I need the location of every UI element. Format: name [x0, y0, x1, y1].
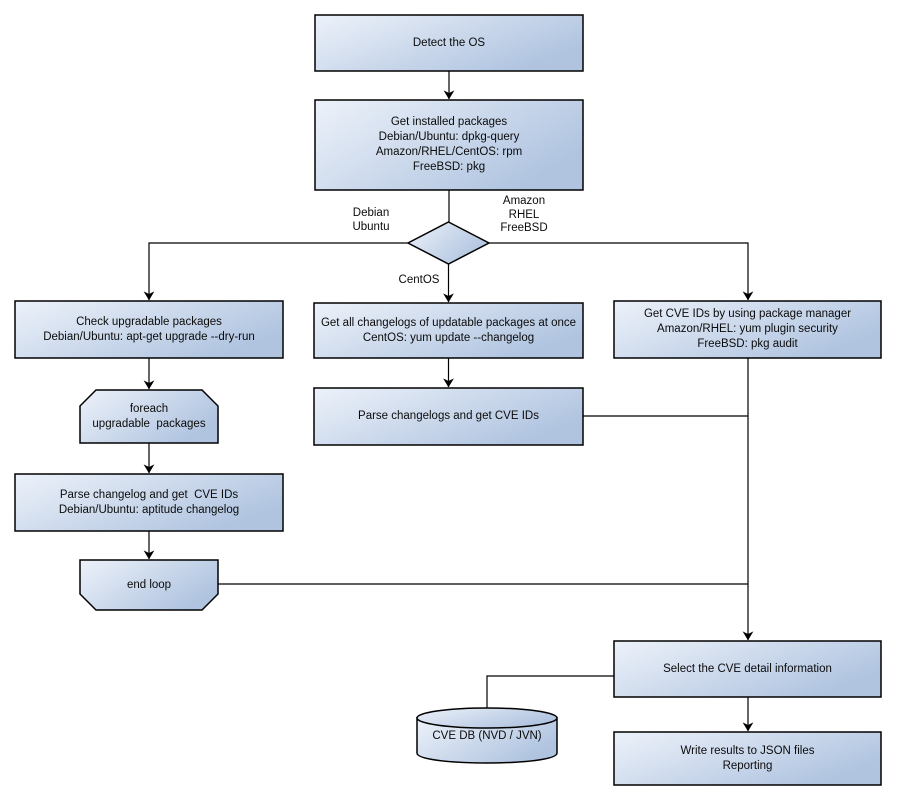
cve-db-cylinder-body	[416, 717, 558, 764]
node-detect-os-shape	[314, 14, 584, 72]
connector-cvedb-to-select	[486, 675, 614, 708]
node-parse-changelog-debian-shape	[14, 473, 284, 532]
node-get-installed-packages-shape	[314, 99, 584, 191]
node-get-all-changelogs-shape	[313, 302, 584, 359]
node-foreach-loop-shape	[79, 389, 219, 444]
node-write-results-shape	[613, 731, 882, 786]
cve-db-cylinder-top	[416, 707, 558, 729]
connector-decision-to-amazon-branch	[489, 242, 754, 301]
node-check-upgradable-shape	[14, 300, 284, 359]
node-end-loop-shape	[79, 559, 219, 611]
os-decision-diamond	[406, 221, 491, 265]
connector-decision-to-debian-branch	[143, 242, 408, 301]
node-parse-changelogs-centos-shape	[313, 387, 584, 446]
node-select-cve-detail-shape	[613, 640, 882, 698]
node-get-cve-ids-package-manager-shape	[613, 300, 882, 359]
